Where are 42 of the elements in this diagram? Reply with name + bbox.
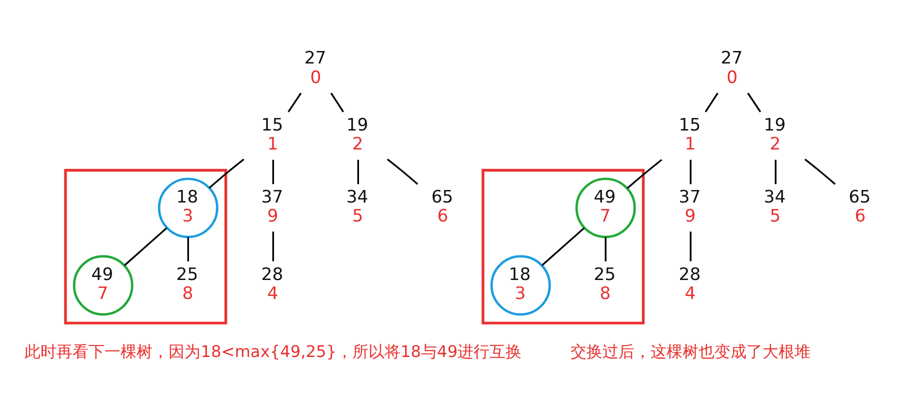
connector: [689, 159, 691, 184]
node-circle: 49 7: [574, 177, 636, 238]
label: 此时再看下一棵树，因为18<max{49,25}，所以将18与49进行互换: [24, 341, 522, 360]
connector: [804, 158, 836, 184]
node-text: 37 9: [678, 186, 700, 226]
node-text: 25 8: [176, 264, 198, 304]
node-circle: 49 7: [72, 254, 133, 316]
connector: [186, 236, 189, 261]
node-text: 65 6: [430, 186, 453, 226]
connector: [604, 236, 606, 261]
connector: [704, 92, 718, 112]
node-text: 28 4: [678, 264, 700, 304]
connector: [356, 159, 359, 184]
node-text: 28 4: [260, 264, 283, 304]
connector: [124, 226, 167, 266]
node-text: 15 1: [260, 114, 283, 154]
node-text: 34 5: [346, 186, 368, 226]
node-text: 25 8: [593, 264, 616, 304]
label: 交换过后，这棵树也变成了大根堆: [570, 341, 810, 360]
cluster: [64, 168, 227, 324]
connector: [746, 92, 761, 112]
node-text: 15 1: [678, 114, 700, 154]
node-text: 19 2: [763, 114, 786, 154]
node-text: 37 9: [260, 186, 283, 226]
node-text: 19 2: [346, 114, 368, 154]
node-text: 27 0: [720, 48, 742, 88]
connector: [330, 92, 344, 112]
connector: [272, 159, 274, 184]
node-circle: 18 3: [157, 177, 218, 238]
node-text: 34 5: [763, 186, 786, 226]
connector: [386, 158, 418, 184]
node-circle: 18 3: [490, 254, 550, 316]
connector: [208, 158, 244, 188]
connector: [272, 231, 274, 261]
connector: [689, 231, 691, 261]
node-text: 27 0: [304, 48, 326, 88]
node-text: 65 6: [848, 186, 870, 226]
connector: [287, 92, 302, 112]
connector: [541, 226, 584, 266]
connector: [626, 158, 662, 188]
cluster: [481, 168, 644, 324]
connector: [774, 159, 776, 184]
